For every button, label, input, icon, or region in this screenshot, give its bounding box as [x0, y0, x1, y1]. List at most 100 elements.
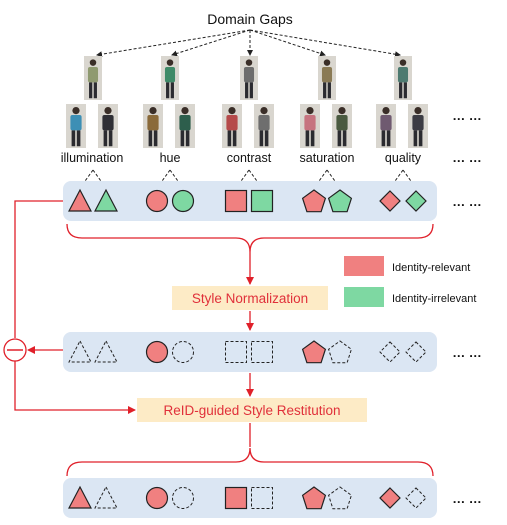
person-top-1-leg-right [170, 82, 174, 99]
ellipsis-row1: … … [452, 194, 482, 209]
person-pair-a-2-leg-left [227, 130, 232, 147]
row1-diamond-irrelevant [405, 190, 427, 212]
person-pair-b-1-head [181, 107, 189, 115]
row2-triangle-relevant [68, 339, 92, 363]
person-pair-b-2-leg-right [264, 130, 269, 147]
style-restitution-label: ReID-guided Style Restitution [163, 403, 340, 418]
row2-triangle-irrelevant [94, 339, 118, 363]
person-top-2-leg-left [245, 82, 249, 99]
ellipsis-labels: … … [452, 108, 482, 123]
person-top-4-head [399, 59, 407, 66]
person-pair-a-3-leg-right [310, 130, 315, 147]
person-pair-a-4-leg-right [386, 130, 391, 147]
person-pair-a-0-leg-left [71, 130, 76, 147]
person-top-3-head [323, 59, 331, 66]
row2-circle-relevant [145, 340, 169, 364]
person-top-0-leg-left [89, 82, 93, 99]
person-pair-b-4 [408, 104, 428, 148]
person-pair-b-3-leg-right [342, 130, 347, 147]
person-pair-b-3-torso [336, 115, 348, 131]
row3-square-relevant [224, 486, 248, 510]
style-normalization-label: Style Normalization [192, 291, 308, 306]
row3-triangle-irrelevant [94, 485, 118, 509]
diagram-title: Domain Gaps [207, 11, 293, 27]
row2-diamond-relevant [379, 341, 401, 363]
person-pair-a-4-leg-left [381, 130, 386, 147]
label-to-shape-arrows [79, 169, 417, 189]
row3-circle-relevant [145, 486, 169, 510]
ellipsis-row3: … … [452, 491, 482, 506]
person-pair-a-2-head [228, 107, 236, 115]
person-pair-a-1 [143, 104, 163, 148]
row1-triangle-irrelevant [94, 188, 118, 212]
style-normalization-box [172, 286, 328, 310]
person-top-4-leg-right [403, 82, 407, 99]
person-top-3 [318, 56, 336, 100]
brace-under-row1 [66, 223, 434, 253]
ellipsis-row2: … … [452, 345, 482, 360]
person-top-3-leg-left [323, 82, 327, 99]
person-pair-a-3-leg-left [305, 130, 310, 147]
person-pair-a-2-torso [226, 115, 238, 131]
person-top-0-torso [87, 67, 99, 83]
person-pair-b-2 [254, 104, 274, 148]
person-pair-b-3 [332, 104, 352, 148]
row1-square-relevant [224, 189, 248, 213]
person-pair-b-1-torso [179, 115, 191, 131]
person-pair-b-4-leg-left [413, 130, 418, 147]
person-top-3-leg-right [327, 82, 331, 99]
person-pair-a-1-leg-left [148, 130, 153, 147]
person-images [66, 56, 428, 148]
row2-square-relevant [225, 341, 247, 363]
factor-label-contrast: contrast [227, 151, 272, 165]
row3-square-irrelevant [251, 487, 273, 509]
row3-triangle-relevant [68, 485, 92, 509]
feedback-line-top [14, 200, 63, 338]
legend-swatch-irrelevant [344, 287, 384, 307]
feedback-line-bottom [14, 361, 136, 414]
ellipsis-factors: … … [452, 150, 482, 165]
person-pair-a-2-leg-right [232, 130, 237, 147]
row1-circle-irrelevant [171, 189, 195, 213]
person-top-2 [240, 56, 258, 100]
factor-labels: illumination hue contrast saturation qua… [61, 108, 482, 165]
person-pair-b-0-leg-left [103, 130, 108, 147]
person-pair-a-4-torso [380, 115, 392, 131]
person-pair-b-2-leg-left [259, 130, 264, 147]
person-pair-a-1-leg-right [153, 130, 158, 147]
row2-shapes [68, 339, 427, 364]
person-pair-b-3-leg-left [337, 130, 342, 147]
person-pair-b-0-leg-right [108, 130, 113, 147]
legend-label-irrelevant: Identity-irrelevant [392, 293, 476, 305]
person-pair-b-4-torso [412, 115, 424, 131]
person-pair-a-1-head [149, 107, 157, 115]
person-pair-a-4 [376, 104, 396, 148]
person-top-3-torso [321, 67, 333, 83]
person-top-4 [394, 56, 412, 100]
brace-above-row3 [66, 447, 434, 477]
factor-label-illumination: illumination [61, 151, 124, 165]
factor-label-hue: hue [160, 151, 181, 165]
person-pair-a-3-head [306, 107, 314, 115]
person-pair-a-0-torso [70, 115, 82, 131]
person-pair-b-2-head [260, 107, 268, 115]
row1-shapes [68, 188, 427, 213]
person-top-1 [161, 56, 179, 100]
person-top-0-leg-right [93, 82, 97, 99]
person-pair-a-0-leg-right [76, 130, 81, 147]
row3-shapes [68, 485, 427, 510]
row2-circle-irrelevant [172, 341, 194, 363]
person-pair-a-4-head [382, 107, 390, 115]
person-pair-b-1 [175, 104, 195, 148]
row3-pentagon-relevant [301, 486, 327, 510]
row2-diamond-irrelevant [405, 341, 427, 363]
row2-background [63, 332, 437, 372]
person-top-4-leg-left [399, 82, 403, 99]
factor-label-saturation: saturation [300, 151, 355, 165]
person-top-2-head [245, 59, 253, 66]
person-pair-a-0 [66, 104, 86, 148]
person-pair-b-2-torso [258, 115, 270, 131]
person-top-4-torso [397, 67, 409, 83]
person-top-1-leg-left [166, 82, 170, 99]
